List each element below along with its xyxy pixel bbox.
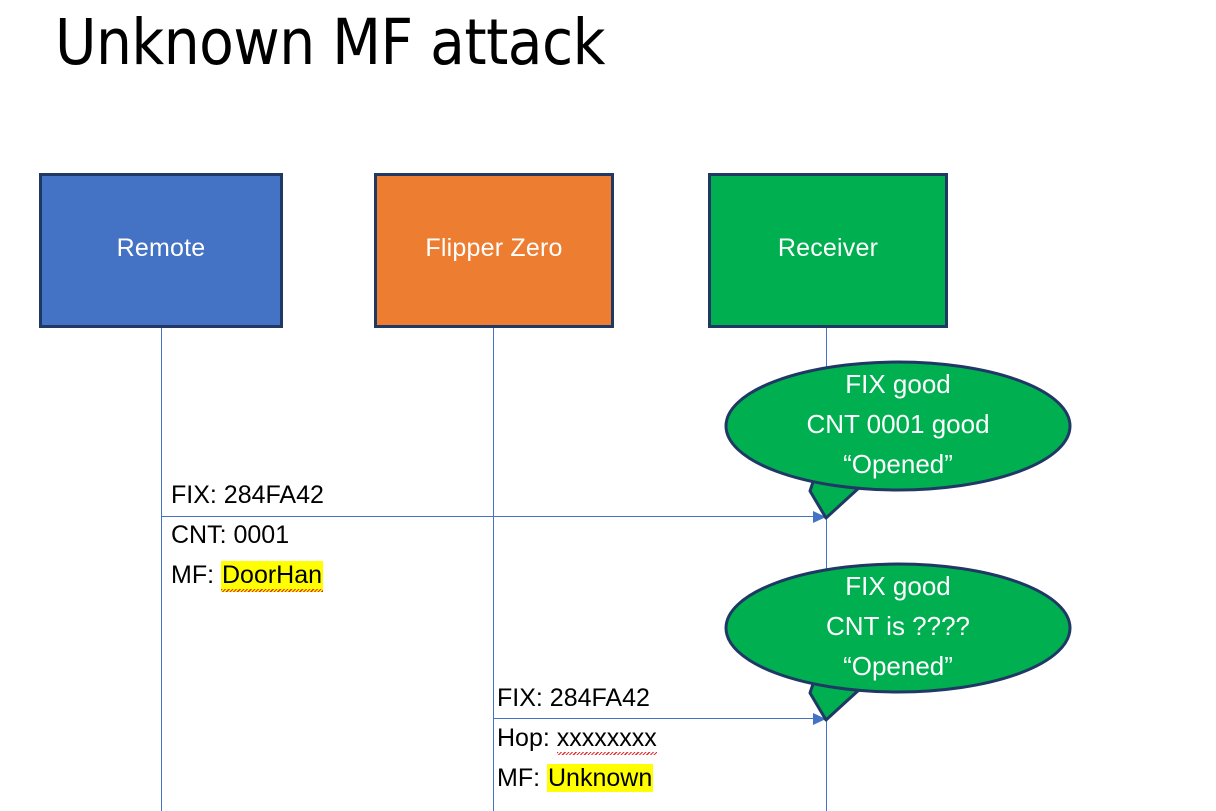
message-1-field-1-value: 284FA42 (223, 481, 324, 509)
message-1-field-3-label: MF: (171, 561, 221, 589)
speech-bubble-2-body (724, 562, 1072, 694)
message-label-2-line-1: FIX: 284FA42 (497, 678, 657, 718)
message-2-field-1-label: FIX: (497, 684, 550, 712)
message-label-2-line-3: MF: Unknown (497, 758, 657, 798)
speech-bubble-1-body (724, 360, 1072, 492)
actor-label-flipper: Flipper Zero (425, 234, 563, 262)
speech-bubble-1-shape (724, 360, 1072, 520)
actor-box-receiver[interactable]: Receiver (708, 173, 948, 328)
message-1-field-2-label: CNT: (171, 521, 234, 549)
message-1-field-2-value: 0001 (233, 521, 290, 549)
message-2-field-2-label: Hop: (497, 724, 557, 752)
speech-bubble-1[interactable]: FIX good CNT 0001 good “Opened” (722, 358, 1074, 523)
message-label-1-line-2: CNT: 0001 (171, 515, 324, 555)
message-arrow-2-shaft (493, 718, 814, 719)
message-2-field-3-label: MF: (497, 764, 547, 792)
lifeline-remote (161, 326, 162, 811)
message-2-field-3-value: Unknown (547, 764, 654, 792)
message-1-field-3-value: DoorHan (221, 561, 324, 592)
message-arrow-1-shaft (161, 516, 814, 517)
message-label-2: FIX: 284FA42 Hop: xxxxxxxx MF: Unknown (497, 678, 657, 798)
message-2-field-2-value: xxxxxxxx (556, 724, 657, 755)
page-title: Unknown MF attack (55, 6, 606, 79)
message-label-2-line-2: Hop: xxxxxxxx (497, 718, 657, 758)
message-1-field-1-label: FIX: (171, 481, 224, 509)
message-label-1-line-3: MF: DoorHan (171, 555, 324, 595)
actor-label-remote: Remote (116, 234, 206, 262)
speech-bubble-2-shape (724, 562, 1072, 722)
message-label-1: FIX: 284FA42 CNT: 0001 MF: DoorHan (171, 475, 324, 595)
actor-box-flipper[interactable]: Flipper Zero (374, 173, 614, 328)
actor-box-remote[interactable]: Remote (39, 173, 283, 328)
actor-label-receiver: Receiver (777, 234, 879, 262)
speech-bubble-2[interactable]: FIX good CNT is ???? “Opened” (722, 560, 1074, 725)
message-label-1-line-1: FIX: 284FA42 (171, 475, 324, 515)
message-2-field-1-value: 284FA42 (549, 684, 650, 712)
lifeline-flipper (493, 326, 494, 811)
